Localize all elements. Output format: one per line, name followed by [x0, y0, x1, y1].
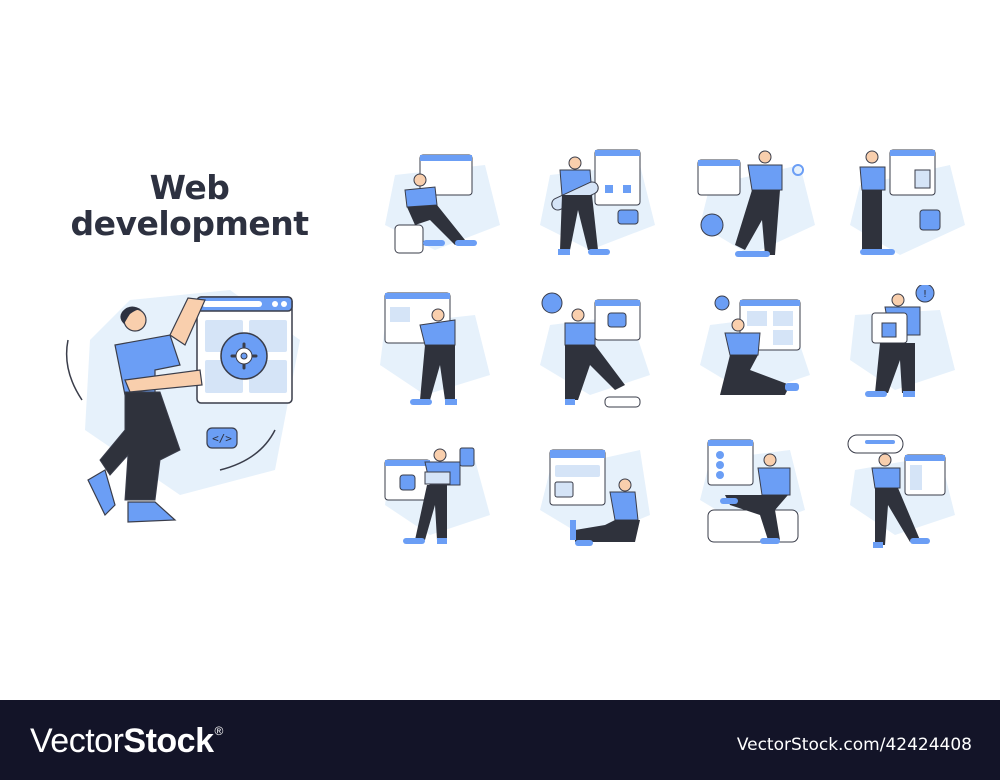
tile-3-illustration — [697, 150, 815, 257]
code-icon: </> — [206, 427, 238, 449]
tile-5-illustration — [380, 292, 490, 405]
tile-6-illustration — [540, 292, 650, 408]
tile-1-illustration — [385, 154, 500, 254]
tile-11-illustration — [700, 439, 805, 544]
gear-icon — [220, 332, 268, 380]
tile-12-illustration — [847, 434, 955, 548]
tile-9-illustration — [384, 447, 490, 544]
title-line-2: development — [70, 204, 309, 243]
tile-8-illustration: ! — [850, 285, 955, 397]
watermark-footer: VectorStock® VectorStock.com/42424408 — [0, 700, 1000, 780]
tile-2-illustration — [540, 149, 655, 255]
image-url: VectorStock.com/42424408 — [736, 735, 972, 755]
illustration-canvas: Web development — [62, 149, 965, 548]
vectorstock-logo: VectorStock® — [30, 722, 223, 760]
svg-text:</>: </> — [212, 432, 232, 445]
tile-7-illustration — [700, 295, 810, 395]
tile-10-illustration — [540, 449, 650, 546]
hero-illustration: </> — [65, 290, 300, 523]
page-title: Web development — [62, 170, 317, 242]
tile-4-illustration — [850, 149, 965, 255]
svg-text:!: ! — [923, 289, 927, 300]
title-line-1: Web — [149, 168, 230, 207]
